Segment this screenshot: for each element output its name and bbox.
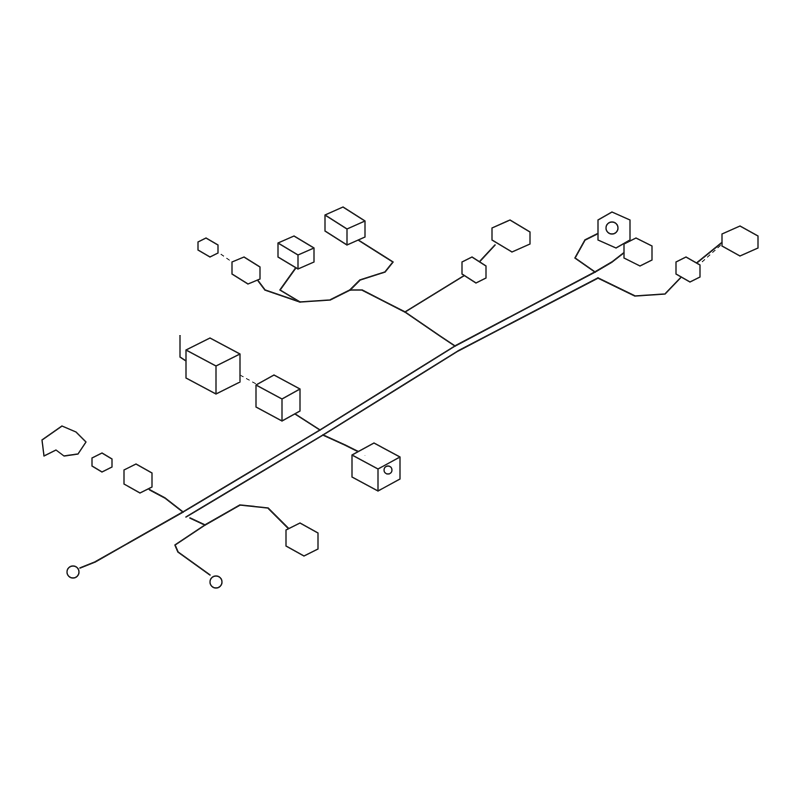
connector-right-a [597, 211, 631, 249]
terminal-left [91, 452, 113, 473]
relay-socket [255, 374, 301, 422]
right-branch-a [574, 229, 606, 273]
terminal-top [197, 237, 219, 258]
connector-right-b [623, 237, 653, 267]
ring-terminal-a [66, 565, 80, 579]
connectors [41, 206, 759, 589]
connector-top-c [231, 256, 261, 285]
connector-top-b [277, 235, 315, 270]
lower-branch-right [189, 504, 291, 531]
connector-top-d [461, 219, 531, 284]
branch-to-connector-a [349, 237, 394, 291]
ring-terminal-b [209, 575, 223, 589]
lower-branch-ring-b [174, 524, 211, 576]
main-trunk [182, 271, 596, 513]
relay [179, 335, 241, 395]
right-branch-c [597, 239, 726, 297]
dash-line [239, 374, 259, 386]
lower-branch-ring-a [79, 511, 184, 569]
dash-line [701, 243, 723, 263]
harness-wires [79, 229, 726, 576]
connector-lower-left [123, 463, 153, 494]
main-trunk-outline [185, 277, 599, 518]
sensor-left [41, 425, 87, 457]
connector-top-a [324, 206, 366, 246]
connector-right-c [675, 225, 759, 283]
connector-middle-right [351, 442, 401, 492]
connector-lower-right [285, 522, 319, 557]
